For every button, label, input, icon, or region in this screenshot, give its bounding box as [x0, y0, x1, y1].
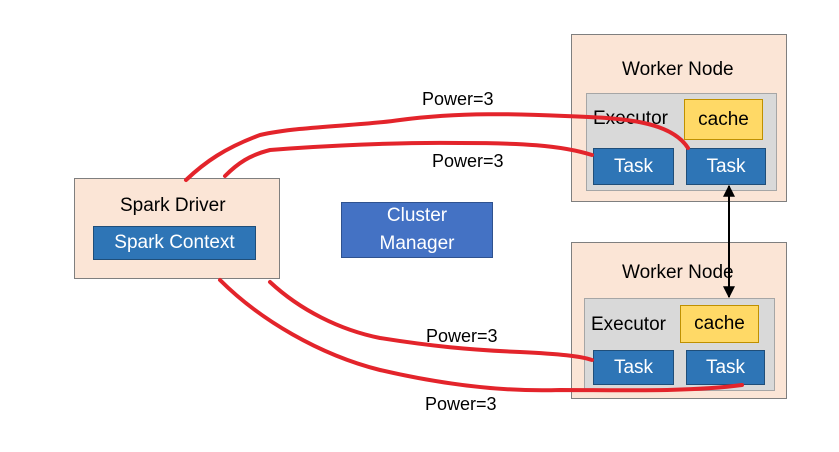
power-label-bottom-inner: Power=3 — [426, 326, 498, 346]
connection-line-bottom-outer — [218, 278, 744, 393]
worker-node-top-title: Worker Node — [622, 59, 734, 80]
connection-line-top-inner — [223, 140, 594, 178]
worker-node-bottom-title: Worker Node — [622, 262, 734, 283]
worker-node-bottom: Worker Node Executor cache Task Task — [571, 242, 787, 399]
connection-line-bottom-inner — [268, 280, 594, 362]
cache-bottom: cache — [680, 305, 759, 343]
cluster-manager-line1: Cluster — [386, 205, 448, 226]
cluster-manager-box: Cluster Manager — [341, 202, 493, 258]
cluster-manager-line2: Manager — [379, 233, 455, 254]
executor-bottom: Executor cache Task Task — [584, 298, 775, 391]
executor-bottom-label: Executor — [591, 314, 666, 335]
task-top-1: Task — [593, 148, 674, 185]
spark-driver-box: Spark Driver Spark Context — [74, 178, 280, 279]
task-bottom-1: Task — [593, 350, 674, 385]
task-top-2: Task — [686, 148, 766, 185]
task-bottom-2: Task — [686, 350, 765, 385]
spark-driver-title: Spark Driver — [120, 195, 226, 216]
power-label-bottom-outer: Power=3 — [425, 394, 497, 414]
connection-line-top-outer — [184, 112, 690, 182]
cache-top: cache — [684, 99, 763, 140]
spark-context-box: Spark Context — [93, 226, 256, 260]
power-label-top-outer: Power=3 — [422, 89, 494, 109]
power-label-top-inner: Power=3 — [432, 151, 504, 171]
